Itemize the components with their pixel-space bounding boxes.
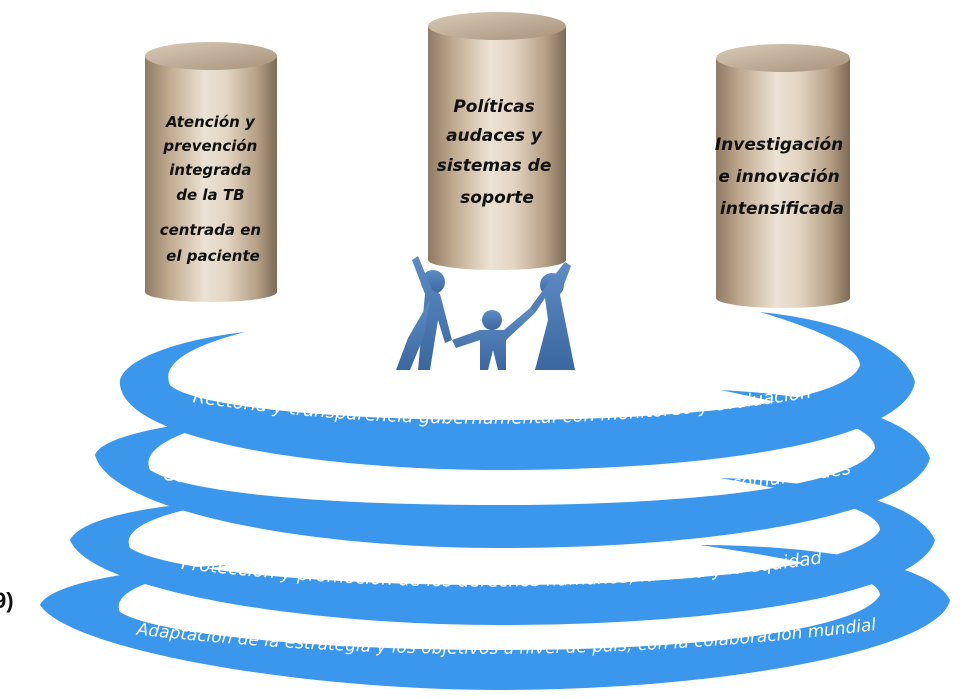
pillar-right-bottom — [716, 288, 850, 308]
pillar-middle-line-3: sistemas de — [437, 156, 552, 176]
pillar-right-body — [716, 58, 850, 298]
pillar-middle-label: Políticas audaces y sistemas de soporte — [437, 97, 558, 208]
pillar-left-line-2: prevención — [162, 137, 257, 155]
pillar-right-top — [716, 44, 850, 72]
band-2 — [95, 390, 930, 548]
pillar-left-top — [145, 42, 277, 70]
pillar-middle-top — [428, 12, 566, 40]
pillar-middle: Políticas audaces y sistemas de soporte — [428, 12, 566, 270]
pillar-left-line-5: centrada en — [160, 221, 261, 239]
pillar-left: Atención y prevención integrada de la TB… — [145, 42, 277, 302]
pillar-left-label: Atención y prevención integrada de la TB… — [160, 113, 267, 265]
pillar-right-label: Investigación e innovación intensificada — [715, 135, 849, 219]
pillar-middle-line-2: audaces y — [446, 126, 543, 146]
edge-text-fragment: 9) — [0, 588, 14, 613]
pillar-left-line-6: el paciente — [166, 247, 260, 265]
band-3 — [70, 478, 935, 625]
pillar-middle-line-4: soporte — [460, 188, 534, 208]
pillar-left-line-1: Atención y — [165, 113, 256, 131]
pillar-middle-line-1: Políticas — [453, 97, 534, 117]
pillar-right-line-3: intensificada — [720, 199, 844, 219]
family-figures-icon — [396, 256, 575, 370]
pillar-left-body — [145, 56, 277, 292]
pillar-middle-bottom — [428, 250, 566, 270]
pillar-middle-body — [428, 26, 566, 260]
pillar-right: Investigación e innovación intensificada — [715, 44, 850, 308]
pillar-left-line-4: de la TB — [176, 186, 244, 204]
pillar-left-line-3: integrada — [169, 161, 251, 179]
band-4 — [40, 545, 950, 690]
pillar-right-line-1: Investigación — [715, 135, 843, 155]
pillar-right-line-2: e innovación — [718, 167, 839, 187]
pillar-left-bottom — [145, 282, 277, 302]
base-bands — [40, 312, 950, 690]
band-1 — [119, 312, 915, 470]
